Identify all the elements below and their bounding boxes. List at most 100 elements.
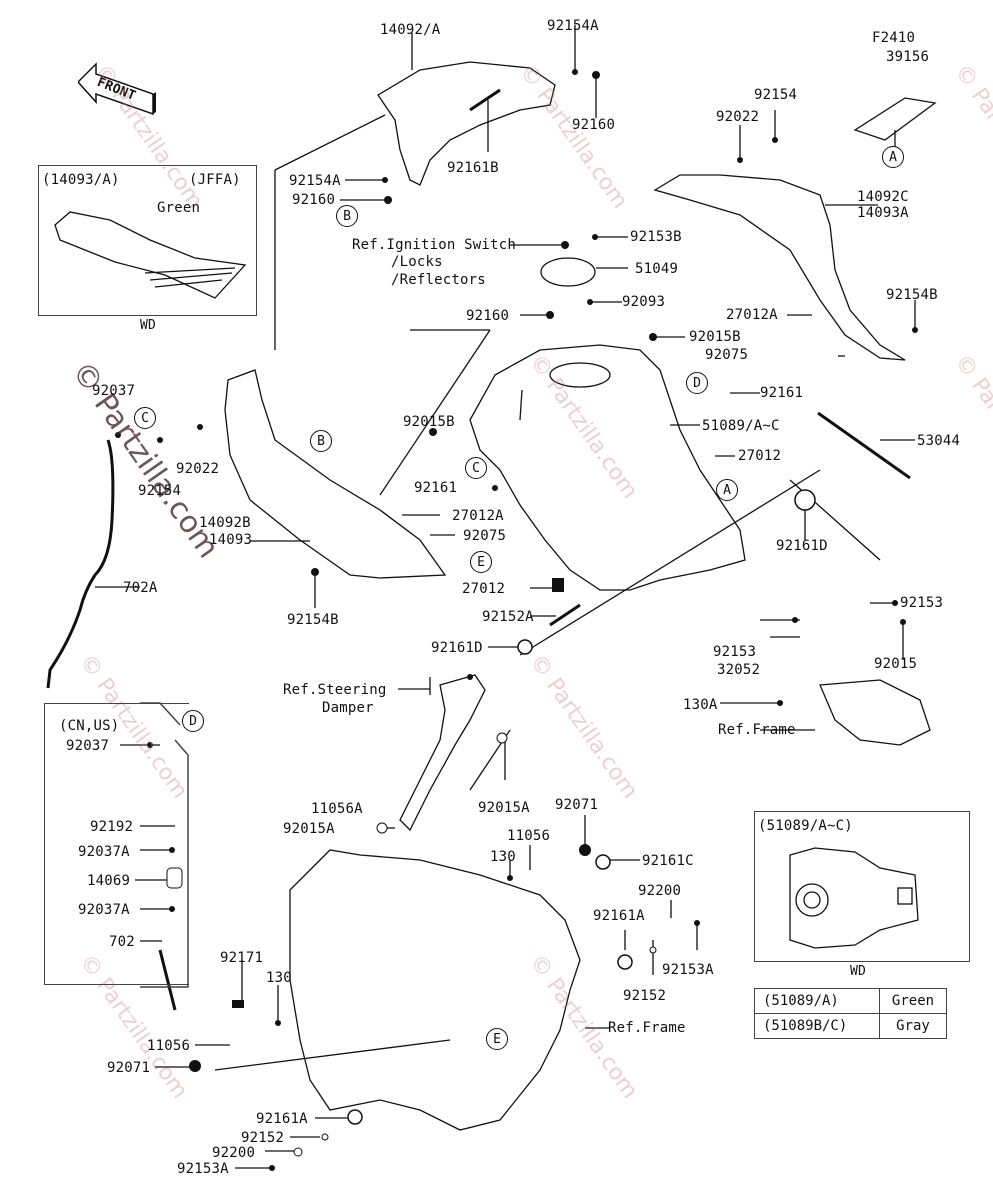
- part-label[interactable]: 92153: [713, 644, 757, 660]
- part-label[interactable]: 92015: [874, 656, 918, 672]
- part-label[interactable]: 27012A: [726, 307, 778, 323]
- part-label[interactable]: 92154B: [287, 612, 339, 628]
- part-label[interactable]: 14069: [87, 873, 131, 889]
- cover-14092A-shape[interactable]: [377, 61, 556, 186]
- part-label[interactable]: 92015B: [689, 329, 741, 345]
- part-label[interactable]: 130: [266, 970, 292, 986]
- callout-a: A: [716, 479, 738, 501]
- inset-cover-variant: (JFFA): [189, 172, 241, 188]
- part-label[interactable]: 11056: [147, 1038, 191, 1054]
- part-label[interactable]: 92161B: [447, 160, 499, 176]
- part-label[interactable]: 92200: [638, 883, 682, 899]
- part-label[interactable]: 92154: [138, 483, 182, 499]
- part-label[interactable]: 14093: [209, 532, 253, 548]
- part-label[interactable]: 92161C: [642, 853, 694, 869]
- part-label[interactable]: 92071: [555, 797, 599, 813]
- inset-hose-region: (CN,US): [59, 718, 120, 734]
- pad-39156-shape[interactable]: [853, 97, 937, 141]
- part-label[interactable]: 92153: [900, 595, 944, 611]
- callout-e: E: [470, 551, 492, 573]
- part-label[interactable]: 11056A: [311, 801, 363, 817]
- part-label[interactable]: 92154A: [547, 18, 599, 34]
- part-label[interactable]: 130: [490, 849, 516, 865]
- part-label[interactable]: 130A: [683, 697, 718, 713]
- part-label[interactable]: 92152: [241, 1130, 285, 1146]
- ref-steering-damper[interactable]: Ref.Steering: [283, 682, 387, 698]
- part-label[interactable]: 92161D: [776, 538, 828, 554]
- part-label[interactable]: 92154: [754, 87, 798, 103]
- part-label[interactable]: 92171: [220, 950, 264, 966]
- part-label[interactable]: 92022: [716, 109, 760, 125]
- strip-53044-shape[interactable]: [817, 411, 911, 480]
- fuel-tank-shape[interactable]: [469, 344, 746, 591]
- front-direction-arrow: FRONT: [76, 62, 158, 122]
- cover-14092B-shape[interactable]: [224, 369, 447, 579]
- part-label[interactable]: 14092/A: [380, 22, 441, 38]
- part-label[interactable]: 92153A: [662, 962, 714, 978]
- inset-cover-color: Green: [157, 200, 201, 216]
- part-label[interactable]: 92015B: [403, 414, 455, 430]
- part-label[interactable]: 92152A: [482, 609, 534, 625]
- frame-bracket-shape[interactable]: [819, 679, 931, 746]
- part-label[interactable]: 92161: [760, 385, 804, 401]
- part-label[interactable]: 27012A: [452, 508, 504, 524]
- part-label[interactable]: 92160: [466, 308, 510, 324]
- part-label[interactable]: 92152: [623, 988, 667, 1004]
- part-label[interactable]: 92153A: [177, 1161, 229, 1177]
- part-label[interactable]: 92022: [176, 461, 220, 477]
- inset-tank-part: (51089/A~C): [758, 818, 853, 834]
- color-table-part: (51089B/C): [754, 1013, 880, 1039]
- part-label[interactable]: 14092C: [857, 189, 909, 205]
- part-label[interactable]: 92154A: [289, 173, 341, 189]
- part-label[interactable]: 92161D: [431, 640, 483, 656]
- part-label[interactable]: 92192: [90, 819, 134, 835]
- part-label[interactable]: 92075: [463, 528, 507, 544]
- ref-steering-damper[interactable]: Damper: [322, 700, 374, 716]
- part-label[interactable]: 27012: [462, 581, 506, 597]
- part-label[interactable]: 92161A: [593, 908, 645, 924]
- part-label[interactable]: 92037A: [78, 844, 130, 860]
- part-label[interactable]: 32052: [717, 662, 761, 678]
- part-label[interactable]: 92093: [622, 294, 666, 310]
- part-label[interactable]: 92160: [572, 117, 616, 133]
- part-label[interactable]: 92015A: [283, 821, 335, 837]
- part-label[interactable]: 92153B: [630, 229, 682, 245]
- main-frame-shape[interactable]: [289, 849, 581, 1131]
- part-label[interactable]: 92037: [66, 738, 110, 754]
- callout-c: C: [465, 457, 487, 479]
- inset-hose-cn-us: (CN,US): [44, 703, 189, 985]
- part-label[interactable]: 92200: [212, 1145, 256, 1161]
- part-label[interactable]: 92154B: [886, 287, 938, 303]
- part-label[interactable]: 92161A: [256, 1111, 308, 1127]
- part-label[interactable]: 92015A: [478, 800, 530, 816]
- part-label[interactable]: 53044: [917, 433, 961, 449]
- inset-tank-footer: WD: [850, 964, 867, 979]
- part-label[interactable]: 39156: [886, 49, 930, 65]
- part-label[interactable]: 92160: [292, 192, 336, 208]
- part-label[interactable]: 14093A: [857, 205, 909, 221]
- ref-locks[interactable]: /Locks: [391, 254, 443, 270]
- part-label[interactable]: 92037A: [78, 902, 130, 918]
- part-label[interactable]: 92037: [92, 383, 136, 399]
- part-label[interactable]: 92075: [705, 347, 749, 363]
- part-label[interactable]: 702: [109, 934, 135, 950]
- part-label[interactable]: 11056: [507, 828, 551, 844]
- table-row: (51089B/C) Gray: [754, 1013, 947, 1039]
- part-label[interactable]: 702A: [123, 580, 158, 596]
- part-label[interactable]: F2410: [872, 30, 916, 46]
- ref-ignition-switch[interactable]: Ref.Ignition Switch: [352, 237, 516, 253]
- part-label[interactable]: 92071: [107, 1060, 151, 1076]
- ref-frame[interactable]: Ref.Frame: [608, 1020, 686, 1036]
- steering-damper-mount-shape[interactable]: [399, 674, 486, 832]
- cover-14092C-shape[interactable]: [653, 174, 906, 361]
- hose-702A-shape[interactable]: [46, 439, 115, 689]
- fuel-cap-shape[interactable]: [540, 257, 596, 287]
- part-label[interactable]: 14092B: [199, 515, 251, 531]
- part-label[interactable]: 92161: [414, 480, 458, 496]
- part-label[interactable]: 51089/A~C: [702, 418, 780, 434]
- ref-reflectors[interactable]: /Reflectors: [391, 272, 486, 288]
- part-label[interactable]: 51049: [635, 261, 679, 277]
- ref-frame[interactable]: Ref.Frame: [718, 722, 796, 738]
- part-label[interactable]: 27012: [738, 448, 782, 464]
